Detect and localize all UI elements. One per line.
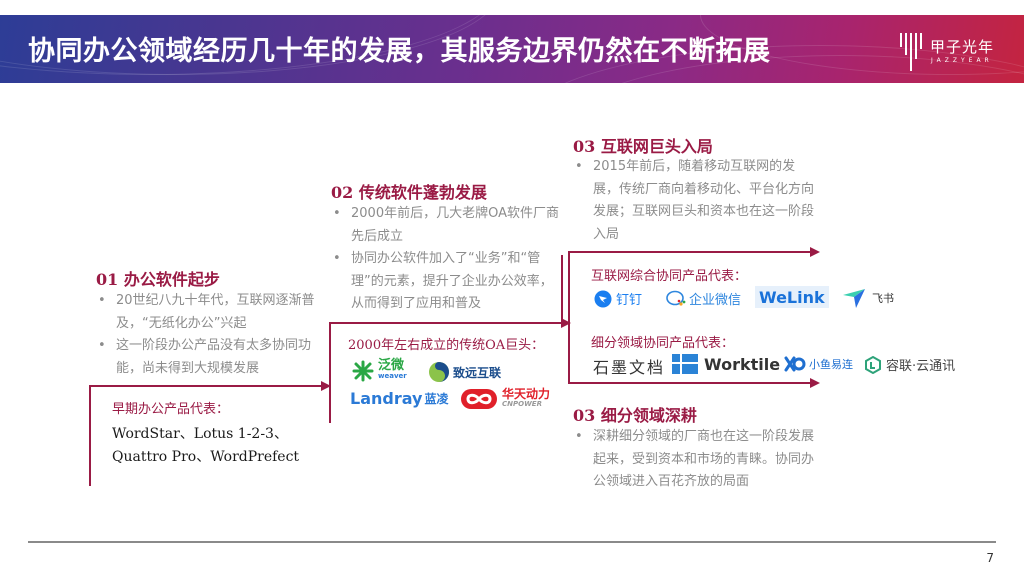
brand-name-cn: 甲子光年 [930, 38, 995, 56]
shimo-logo: 石墨文档 [593, 354, 665, 378]
stage-03-products-label: 互联网综合协同产品代表： [591, 269, 748, 284]
stage-03-bullet: 2015年前后，随着移动互联网的发展，传统厂商向着移动化、平台化方向发展；互联网… [573, 156, 818, 246]
stage-01-heading: 01 办公软件起步 [96, 270, 220, 289]
stage-02-bullet: 2000年前后，几大老牌OA软件厂商先后成立 [331, 203, 561, 248]
brand-logo: 甲子光年 JAZZYEAR [898, 33, 1018, 73]
welink-logo: WeLink [755, 286, 829, 308]
connector-line [89, 386, 91, 486]
seeyon-logo: 致远互联 [428, 361, 501, 383]
arrow-right-icon [561, 318, 571, 328]
cnpower-name: 华天动力 [502, 387, 551, 401]
connector-line [561, 255, 563, 323]
stage-04-products-label: 细分领域协同产品代表： [591, 336, 735, 351]
products-line: Quattro Pro、WordPrefect [112, 449, 300, 465]
connector-line [89, 385, 321, 387]
arrow-right-icon [810, 378, 820, 388]
seeyon-logo-icon [429, 362, 449, 382]
products-line: WordStar、Lotus 1-2-3、 [112, 426, 288, 442]
dingtalk-name: 钉钉 [616, 293, 643, 308]
stage-01-bullets: 20世纪八九十年代，互联网逐渐普及，“无纸化办公”兴起 这一阶段办公产品没有太多… [96, 290, 326, 380]
wecom-name: 企业微信 [689, 293, 742, 308]
connector-line [568, 251, 812, 253]
ronglian-name: 容联·云通讯 [886, 359, 956, 374]
stage-01-products: WordStar、Lotus 1-2-3、 Quattro Pro、WordPr… [112, 423, 299, 469]
dingtalk-logo-icon [594, 290, 612, 307]
stage-02-bullet: 协同办公软件加入了“业务”和“管理”的元素，提升了企业办公效率，从而得到了应用和… [331, 248, 561, 316]
stage-02-bullets: 2000年前后，几大老牌OA软件厂商先后成立 协同办公软件加入了“业务”和“管理… [331, 203, 561, 316]
stage-03-bullets: 2015年前后，随着移动互联网的发展，传统厂商向着移动化、平台化方向发展；互联网… [573, 156, 818, 246]
worktile-logo-icon [672, 354, 698, 374]
connector-line [329, 323, 331, 423]
xiaoyu-logo-icon [784, 356, 806, 372]
stage-02-products-label: 2000年左右成立的传统OA巨头： [348, 338, 545, 353]
weaver-name: 泛微 [378, 358, 405, 373]
stage-01-products-label: 早期办公产品代表： [112, 402, 230, 417]
cnpower-sub: CNPOWER [502, 400, 542, 408]
wecom-logo-icon [666, 290, 686, 306]
worktile-logo: Worktile [672, 354, 780, 374]
arrow-right-icon [321, 381, 331, 391]
weaver-logo: 泛微 weaver [350, 358, 407, 382]
page-title: 协同办公领域经历几十年的发展，其服务边界仍然在不断拓展 [28, 36, 771, 67]
cnpower-logo: 华天动力 CNPOWER [460, 388, 550, 410]
dingtalk-logo: 钉钉 [594, 289, 642, 308]
feishu-name: 飞书 [872, 292, 894, 305]
seeyon-name: 致远互联 [453, 365, 502, 380]
ronglian-logo-icon [865, 355, 881, 374]
feishu-logo: 飞书 [842, 287, 894, 309]
stage-03-heading: 03 互联网巨头入局 [573, 137, 713, 156]
stage-02-heading: 02 传统软件蓬勃发展 [331, 183, 487, 202]
shimo-name: 石墨文档 [593, 358, 666, 377]
welink-name: WeLink [759, 287, 825, 307]
landray-cn: 蓝凌 [424, 392, 449, 406]
stage-01-bullet: 20世纪八九十年代，互联网逐渐普及，“无纸化办公”兴起 [96, 290, 326, 335]
stage-04-heading: 03 细分领域深耕 [573, 406, 697, 425]
connector-line [568, 382, 812, 384]
worktile-name: Worktile [704, 354, 781, 374]
cnpower-logo-icon [461, 389, 497, 409]
connector-line [329, 322, 561, 324]
brand-name-en: JAZZYEAR [931, 57, 993, 64]
brand-bars-icon [898, 33, 924, 71]
page-number: 7 [986, 551, 994, 565]
arrow-right-icon [810, 247, 820, 257]
stage-04-bullets: 深耕细分领域的厂商也在这一阶段发展起来，受到资本和市场的青睐。协同办公领域进入百… [573, 426, 818, 494]
header-banner: 协同办公领域经历几十年的发展，其服务边界仍然在不断拓展 甲子光年 JAZZYEA… [0, 15, 1024, 83]
xiaoyu-logo: 小鱼易连 [784, 356, 853, 372]
stage-04-bullet: 深耕细分领域的厂商也在这一阶段发展起来，受到资本和市场的青睐。协同办公领域进入百… [573, 426, 818, 494]
weaver-logo-icon [352, 360, 374, 382]
landray-name: Landray [350, 389, 423, 408]
footer-divider [28, 541, 996, 543]
stage-01-bullet: 这一阶段办公产品没有太多协同功能，尚未得到大规模发展 [96, 335, 326, 380]
connector-line [568, 252, 570, 384]
wecom-logo: 企业微信 [665, 289, 741, 308]
ronglian-logo: 容联·云通讯 [864, 355, 955, 374]
feishu-logo-icon [843, 289, 865, 308]
landray-logo: Landray 蓝凌 [350, 389, 448, 408]
weaver-sub: weaver [378, 372, 407, 380]
xiaoyu-name: 小鱼易连 [809, 358, 853, 371]
